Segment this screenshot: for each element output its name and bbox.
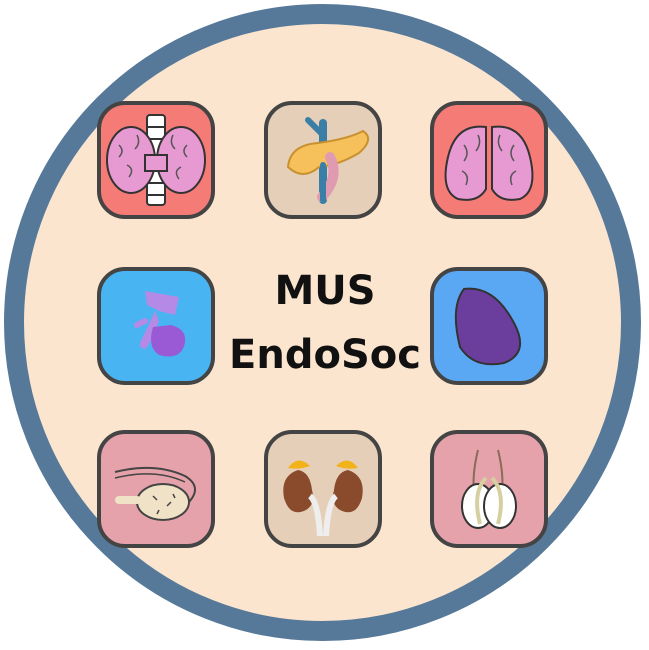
lungs-tile <box>430 101 548 219</box>
logo-title-line1: MUS <box>274 268 376 314</box>
logo-title-line2: EndoSoc <box>229 332 421 378</box>
thyroid-icon <box>106 114 206 206</box>
pineal-tile <box>430 267 548 385</box>
ovary-tile <box>97 430 215 548</box>
ovary-icon <box>114 466 196 521</box>
pancreas-icon <box>286 117 370 204</box>
testes-icon <box>461 449 517 529</box>
thyroid-tile <box>97 101 215 219</box>
testes-tile <box>430 430 548 548</box>
kidneys-adrenal-icon <box>283 460 363 537</box>
kidneys-tile <box>264 430 382 548</box>
pituitary-icon <box>134 291 186 357</box>
lungs-thymus-icon <box>444 125 534 201</box>
pancreas-tile <box>264 101 382 219</box>
pituitary-tile <box>97 267 215 385</box>
pineal-icon <box>454 287 522 366</box>
